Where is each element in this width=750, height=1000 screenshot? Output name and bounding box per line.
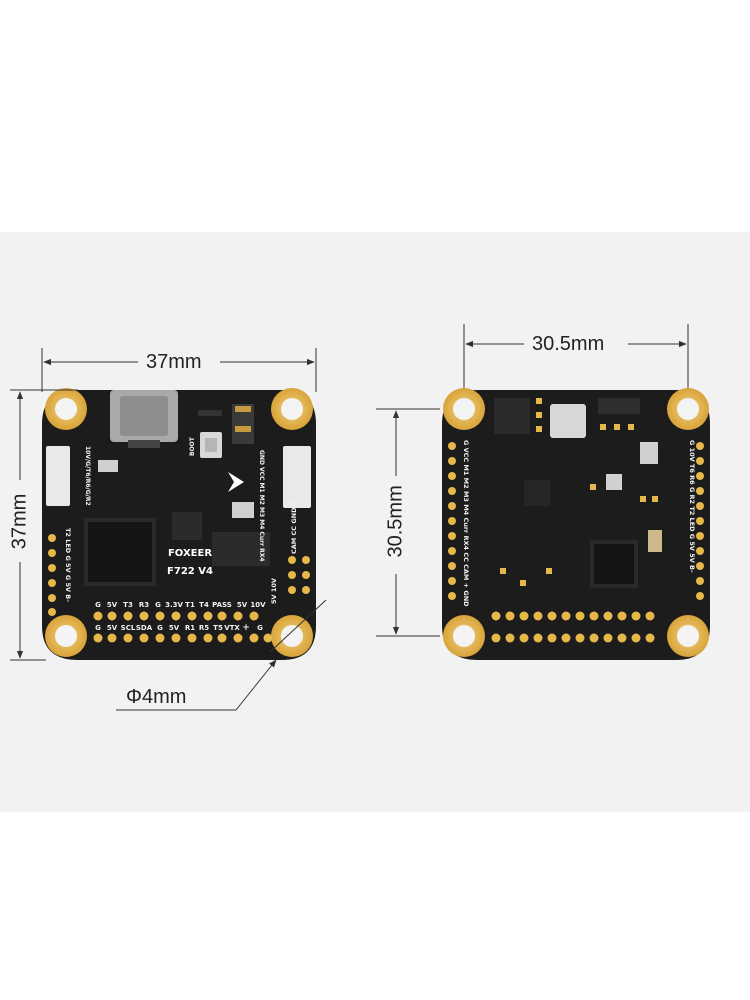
svg-text:G: G — [155, 601, 161, 609]
imu-chip — [172, 512, 202, 540]
svg-text:5V: 5V — [237, 601, 248, 609]
left-connector — [46, 446, 70, 506]
svg-text:SDA: SDA — [136, 624, 153, 632]
front-right-pads — [288, 556, 310, 594]
svg-text:T3: T3 — [123, 601, 133, 609]
back-mount-holes — [443, 388, 709, 657]
svg-text:5V: 5V — [107, 624, 118, 632]
boot-label: BOOT — [189, 436, 196, 456]
back-board: G VCC M1 M2 M3 M4 Curr RX4 CC CAM + GND … — [442, 388, 710, 660]
model-text: F722 V4 — [167, 566, 213, 577]
svg-text:PASS: PASS — [212, 601, 232, 609]
svg-text:SCL: SCL — [121, 624, 136, 632]
svg-text:G: G — [157, 624, 163, 632]
back-height-label: 30.5mm — [384, 485, 407, 558]
brand-text: FOXEER — [168, 548, 212, 559]
svg-text:5V: 5V — [169, 624, 180, 632]
svg-text:VTX: VTX — [224, 624, 240, 632]
front-height-label: 37mm — [8, 493, 31, 550]
corner-labels: 5V 10V — [270, 578, 278, 604]
svg-text:5V: 5V — [107, 601, 118, 609]
back-right-labels: G 10V T6 R6 G R2 T2 LED G 5V 5V B- — [688, 440, 696, 573]
svg-text:T1: T1 — [185, 601, 195, 609]
back-right-pads — [696, 442, 704, 600]
svg-text:+: + — [242, 623, 250, 633]
svg-text:G: G — [95, 601, 101, 609]
back-inductor — [550, 404, 586, 438]
svg-text:3.3V: 3.3V — [165, 601, 183, 609]
svg-text:G: G — [95, 624, 101, 632]
bottom-row1-labels: G 5V T3 R3 G 3.3V T1 T4 PASS 5V 10V — [95, 601, 266, 609]
svg-text:T4: T4 — [199, 601, 209, 609]
front-mount-holes — [45, 388, 313, 657]
front-bottom-pads — [93, 611, 273, 643]
svg-text:R3: R3 — [139, 601, 149, 609]
front-width-label: 37mm — [146, 351, 202, 373]
svg-text:10V: 10V — [250, 601, 266, 609]
back-left-pads — [448, 442, 456, 600]
back-bottom-pads — [491, 611, 655, 643]
left-pad-labels: T2 LED G 5V G 5V B- — [64, 528, 72, 602]
right-pad-labels: CAM CC GND + — [290, 500, 298, 554]
back-width-label: 30.5mm — [532, 333, 605, 355]
bottom-row2-labels: G 5V SCL SDA G 5V R1 R5 T5 VTX + G — [95, 623, 263, 633]
front-left-pads — [48, 534, 56, 616]
osd-chip — [212, 532, 270, 566]
right-connector — [283, 446, 311, 508]
right-pin-labels: GND VCC M1 M2 M3 M4 Curr RX4 — [258, 450, 265, 562]
svg-text:R1: R1 — [185, 624, 195, 632]
dimension-lines — [10, 324, 689, 711]
back-small-pads — [500, 398, 658, 586]
svg-text:G: G — [257, 624, 263, 632]
svg-text:T5: T5 — [213, 624, 223, 632]
svg-text:R5: R5 — [199, 624, 209, 632]
front-board: FOXEER F722 V4 BOOT 10V/G/T6/R6/G/R2 GND… — [42, 388, 316, 660]
back-left-labels: G VCC M1 M2 M3 M4 Curr RX4 CC CAM + GND — [462, 440, 470, 607]
left-connector-label: 10V/G/T6/R6/G/R2 — [84, 446, 91, 506]
hole-diameter-label: Φ4mm — [126, 686, 187, 708]
